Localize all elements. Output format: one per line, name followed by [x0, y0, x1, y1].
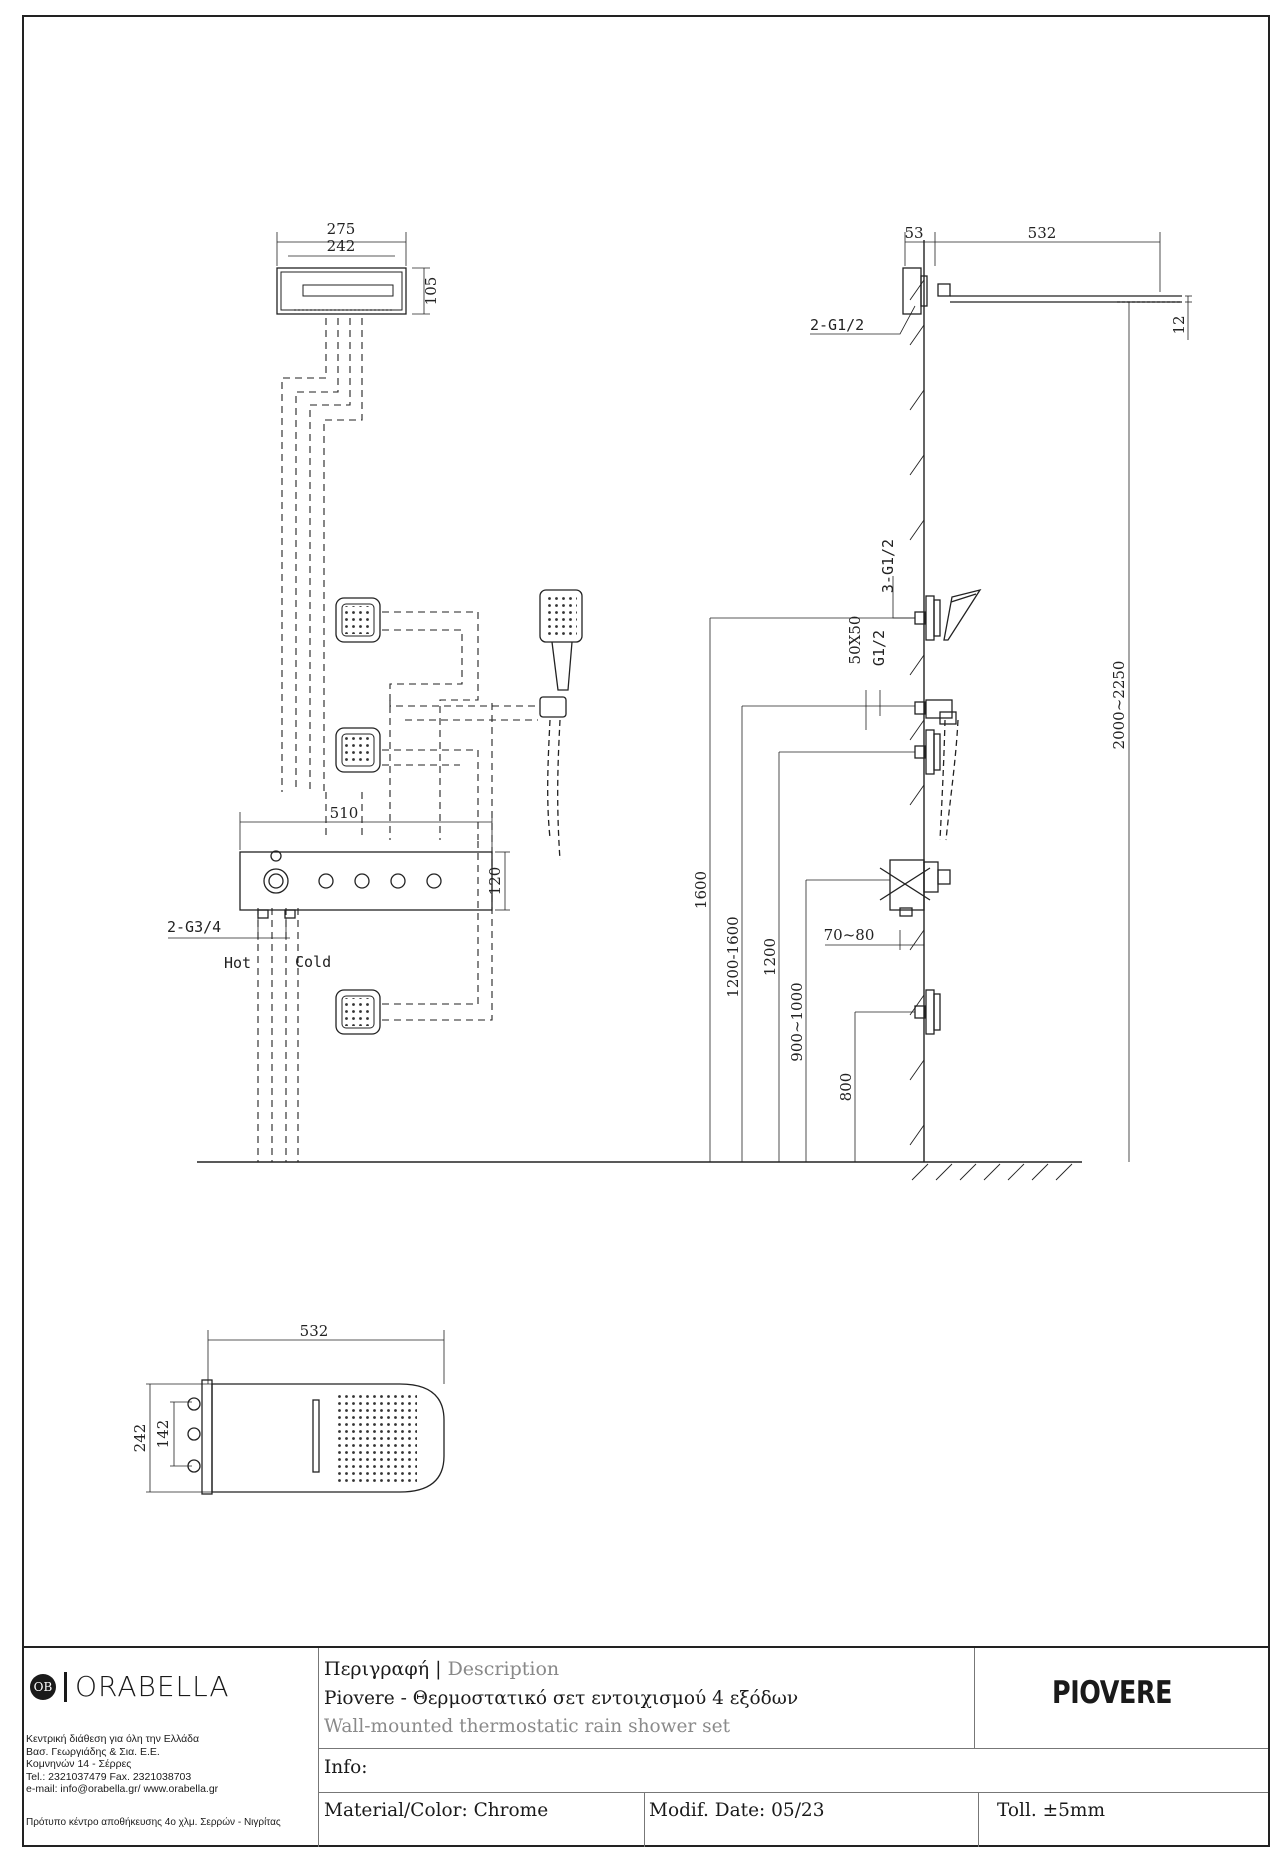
description-heading-en: Description [447, 1658, 560, 1680]
plan-view [146, 1330, 445, 1495]
dim-head-height: 105 [422, 277, 440, 306]
dim-head-thickness: 12 [1170, 315, 1188, 334]
label-head-thread: 2-G1/2 [810, 316, 864, 334]
front-view [168, 232, 928, 1163]
tolerance: Toll. ±5mm [997, 1800, 1105, 1821]
divider [644, 1792, 645, 1847]
store-address: Πρότυπο κέντρο αποθήκευσης 4ο χλμ. Σερρώ… [26, 1817, 281, 1828]
dim-plan-depth-outer: 242 [131, 1424, 149, 1453]
material-field: Material/Color: Chrome [324, 1800, 549, 1821]
company-line: Tel.: 2321037479 Fax. 2321038703 [26, 1770, 192, 1783]
logo-divider [64, 1671, 67, 1702]
divider [318, 1748, 1268, 1749]
dim-arm-length: 532 [1028, 224, 1057, 242]
front-view-labels: 275 242 105 510 120 2-G3/4 Hot Cold [167, 220, 504, 972]
divider [318, 1648, 319, 1847]
description-heading-sep: | [429, 1658, 448, 1680]
divider [974, 1648, 975, 1748]
modification-date: Modif. Date: 05/23 [649, 1800, 825, 1821]
dim-valve-width: 510 [330, 804, 359, 822]
body-jet-front-1 [335, 597, 381, 643]
description-heading: Περιγραφή | Description [324, 1658, 559, 1680]
description-greek: Piovere - Θερμοστατικό σετ εντοιχισμού 4… [324, 1688, 799, 1709]
dim-valve-depth: 70~80 [824, 926, 875, 944]
divider [318, 1792, 1268, 1793]
dim-head-outer-width: 275 [327, 220, 356, 238]
divider [978, 1792, 979, 1847]
dim-plan-depth-inner: 142 [154, 1420, 172, 1449]
dim-height-800: 800 [837, 1073, 855, 1102]
dim-height-1200: 1200 [761, 938, 779, 976]
company-line: e-mail: info@orabella.gr/ www.orabella.g… [26, 1783, 219, 1795]
brand-logo: OB ORABELLA [30, 1670, 230, 1703]
dim-height-1600: 1600 [692, 871, 710, 909]
side-view [709, 232, 1192, 1181]
dim-height-2000-2250: 2000~2250 [1110, 661, 1128, 750]
company-line: Κομνηνών 14 - Σέρρες [26, 1758, 132, 1770]
company-line: Κεντρική διάθεση για όλη την Ελλάδα [26, 1733, 200, 1745]
label-outlet-size: 50X50 [846, 616, 864, 665]
description-heading-gr: Περιγραφή [324, 1658, 430, 1680]
drawing-sheet-border [22, 15, 1270, 1847]
product-name: PIOVERE [1052, 1675, 1173, 1711]
dim-height-900-1000: 900~1000 [788, 982, 806, 1061]
info-field: Info: [324, 1757, 368, 1778]
side-view-labels: 53 532 12 2-G1/2 3-G1/2 50X50 G1/2 1600 … [692, 224, 1188, 1101]
label-cold: Cold [295, 953, 331, 971]
label-jets-thread: 3-G1/2 [879, 539, 897, 593]
dim-plan-width: 532 [300, 1322, 329, 1340]
label-inlets: 2-G3/4 [167, 918, 221, 936]
company-info: Κεντρική διάθεση για όλη την Ελλάδα Βασ.… [26, 1733, 218, 1796]
logo-mark-icon: OB [30, 1673, 56, 1700]
dim-head-inner-width: 242 [327, 237, 356, 255]
title-block: OB ORABELLA Κεντρική διάθεση για όλη την… [22, 1646, 1270, 1847]
rain-head-front [276, 267, 407, 315]
label-outlet-thread: G1/2 [870, 630, 888, 666]
label-hot: Hot [224, 954, 251, 972]
hand-shower-front [539, 589, 583, 861]
thermostatic-valve-front [239, 850, 493, 919]
description-english: Wall-mounted thermostatic rain shower se… [324, 1716, 731, 1737]
company-line: Βασ. Γεωργιάδης & Σια. Ε.Ε. [26, 1745, 160, 1758]
body-jet-front-3 [335, 989, 381, 1035]
dim-valve-height: 120 [486, 867, 504, 896]
dim-arm-base: 53 [904, 224, 923, 242]
body-jet-front-2 [335, 727, 381, 773]
plan-view-labels: 532 242 142 [131, 1322, 328, 1452]
dim-height-1200-1600: 1200-1600 [724, 916, 742, 997]
brand-name: ORABELLA [75, 1670, 230, 1703]
